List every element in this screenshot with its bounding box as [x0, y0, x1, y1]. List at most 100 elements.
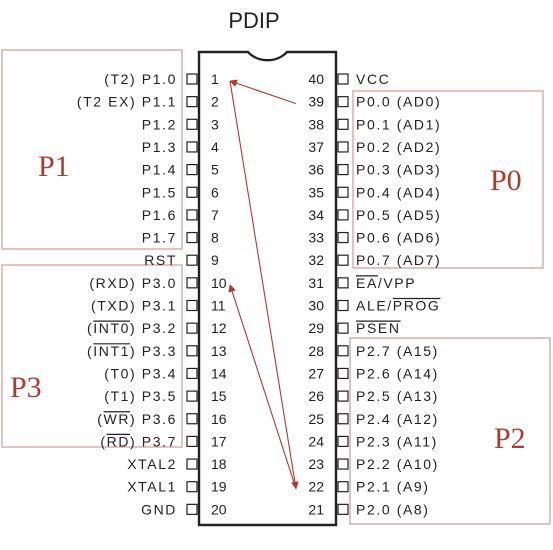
pin-number: 8 [211, 230, 219, 246]
pin-pad [186, 345, 198, 357]
pin-label: P0.0 (AD0) [356, 94, 441, 110]
pin-label: (T2) P1.0 [104, 71, 177, 87]
pin-pad [186, 367, 198, 380]
pin-label: P0.2 (AD2) [356, 139, 441, 155]
pin-label: P1.2 [142, 116, 177, 132]
pin-number: 13 [211, 343, 227, 359]
pin-number: 18 [211, 456, 227, 472]
pin-pad [186, 254, 198, 266]
pin-pad [337, 367, 349, 380]
pin-label: VCC [356, 71, 390, 87]
pin-label: P1.7 [142, 230, 177, 246]
pin-pad [186, 186, 198, 198]
pin-number: 4 [211, 139, 219, 155]
pin-order-arrow-2 [229, 80, 299, 490]
pin-label: P2.2 (A10) [356, 456, 439, 472]
pin-label: (TXD) P3.1 [91, 298, 177, 314]
pin-pad [337, 164, 349, 176]
package-title: PDIP [228, 8, 279, 33]
pin-label: XTAL1 [127, 479, 177, 495]
pin-pad [337, 413, 349, 425]
pin-pad [186, 322, 198, 334]
pin-number: 1 [211, 71, 219, 87]
pin-left-16: 16(WR) P3.6 [97, 411, 227, 427]
pin-pad [186, 231, 198, 244]
pin-label: P0.7 (AD7) [356, 252, 441, 268]
pin-number: 25 [308, 411, 324, 427]
pin-number: 7 [211, 207, 219, 223]
pin-label: (RXD) P3.0 [89, 275, 177, 291]
pin-number: 9 [211, 252, 219, 268]
pin-left-19: 19 XTAL1 [127, 479, 227, 495]
pin-pad [337, 345, 349, 357]
pin-label: PSEN [356, 320, 401, 336]
pin-pad [337, 186, 349, 198]
pin-number: 32 [308, 252, 324, 268]
pin-label: P1.5 [142, 184, 177, 200]
group-box-p1 [1, 49, 183, 250]
group-label-p0: P0 [490, 164, 522, 197]
pin-label: P1.3 [142, 139, 177, 155]
pin-label: (INT1) P3.3 [87, 343, 177, 359]
pin-left-18: 18 XTAL2 [127, 456, 227, 472]
pin-left-11: 11(TXD) P3.1 [91, 298, 226, 314]
pin-label: P0.6 (AD6) [356, 230, 441, 246]
pin-right-25: 25 P2.4 (A12) [308, 411, 439, 427]
pin-pad [337, 503, 349, 515]
pin-number: 29 [308, 320, 324, 336]
pin-right-29: 29 PSEN [308, 320, 401, 336]
pin-pad [186, 435, 198, 447]
pin-left-3: 3 P1.2 [142, 116, 219, 132]
pin-order-arrow-3 [228, 284, 297, 489]
pin-label: P1.4 [142, 162, 177, 178]
pin-number: 2 [211, 94, 219, 110]
pin-number: 15 [211, 388, 227, 404]
pin-number: 28 [308, 343, 324, 359]
pin-pad [186, 164, 198, 176]
group-box-p3 [1, 264, 183, 448]
pin-number: 21 [308, 501, 324, 517]
pin-left-12: 12(INT0) P3.2 [87, 320, 227, 336]
pin-number: 22 [308, 479, 324, 495]
pin-pad [186, 503, 198, 515]
pin-pad [337, 96, 349, 108]
pin-pad [337, 141, 349, 153]
pin-number: 17 [211, 433, 227, 449]
pin-label: P2.0 (A8) [356, 501, 430, 517]
pin-number: 24 [308, 433, 324, 449]
pin-number: 19 [211, 479, 227, 495]
pin-label: P2.4 (A12) [356, 411, 439, 427]
pin-pad [337, 322, 349, 334]
pin-pad [186, 209, 198, 221]
pin-label: P0.3 (AD3) [356, 162, 441, 178]
pin-pad [337, 435, 349, 447]
pin-label: XTAL2 [127, 456, 177, 472]
pin-number: 38 [308, 116, 324, 132]
group-box-p2 [349, 337, 551, 525]
pin-pad [186, 481, 198, 493]
pin-left-15: 15(T1) P3.5 [104, 388, 227, 404]
pin-pad [186, 413, 198, 425]
pin-pad [337, 209, 349, 221]
pin-number: 31 [308, 275, 324, 291]
pin-label: P0.5 (AD5) [356, 207, 441, 223]
pin-number: 3 [211, 116, 219, 132]
chip-body [197, 50, 338, 527]
pin-pad [337, 73, 349, 85]
pin-left-4: 4 P1.3 [142, 139, 219, 155]
pin-pad [337, 299, 349, 312]
pin-number: 40 [308, 71, 324, 87]
pin-pad [186, 458, 198, 470]
pin-number: 23 [308, 456, 324, 472]
pin-pad [186, 141, 198, 153]
